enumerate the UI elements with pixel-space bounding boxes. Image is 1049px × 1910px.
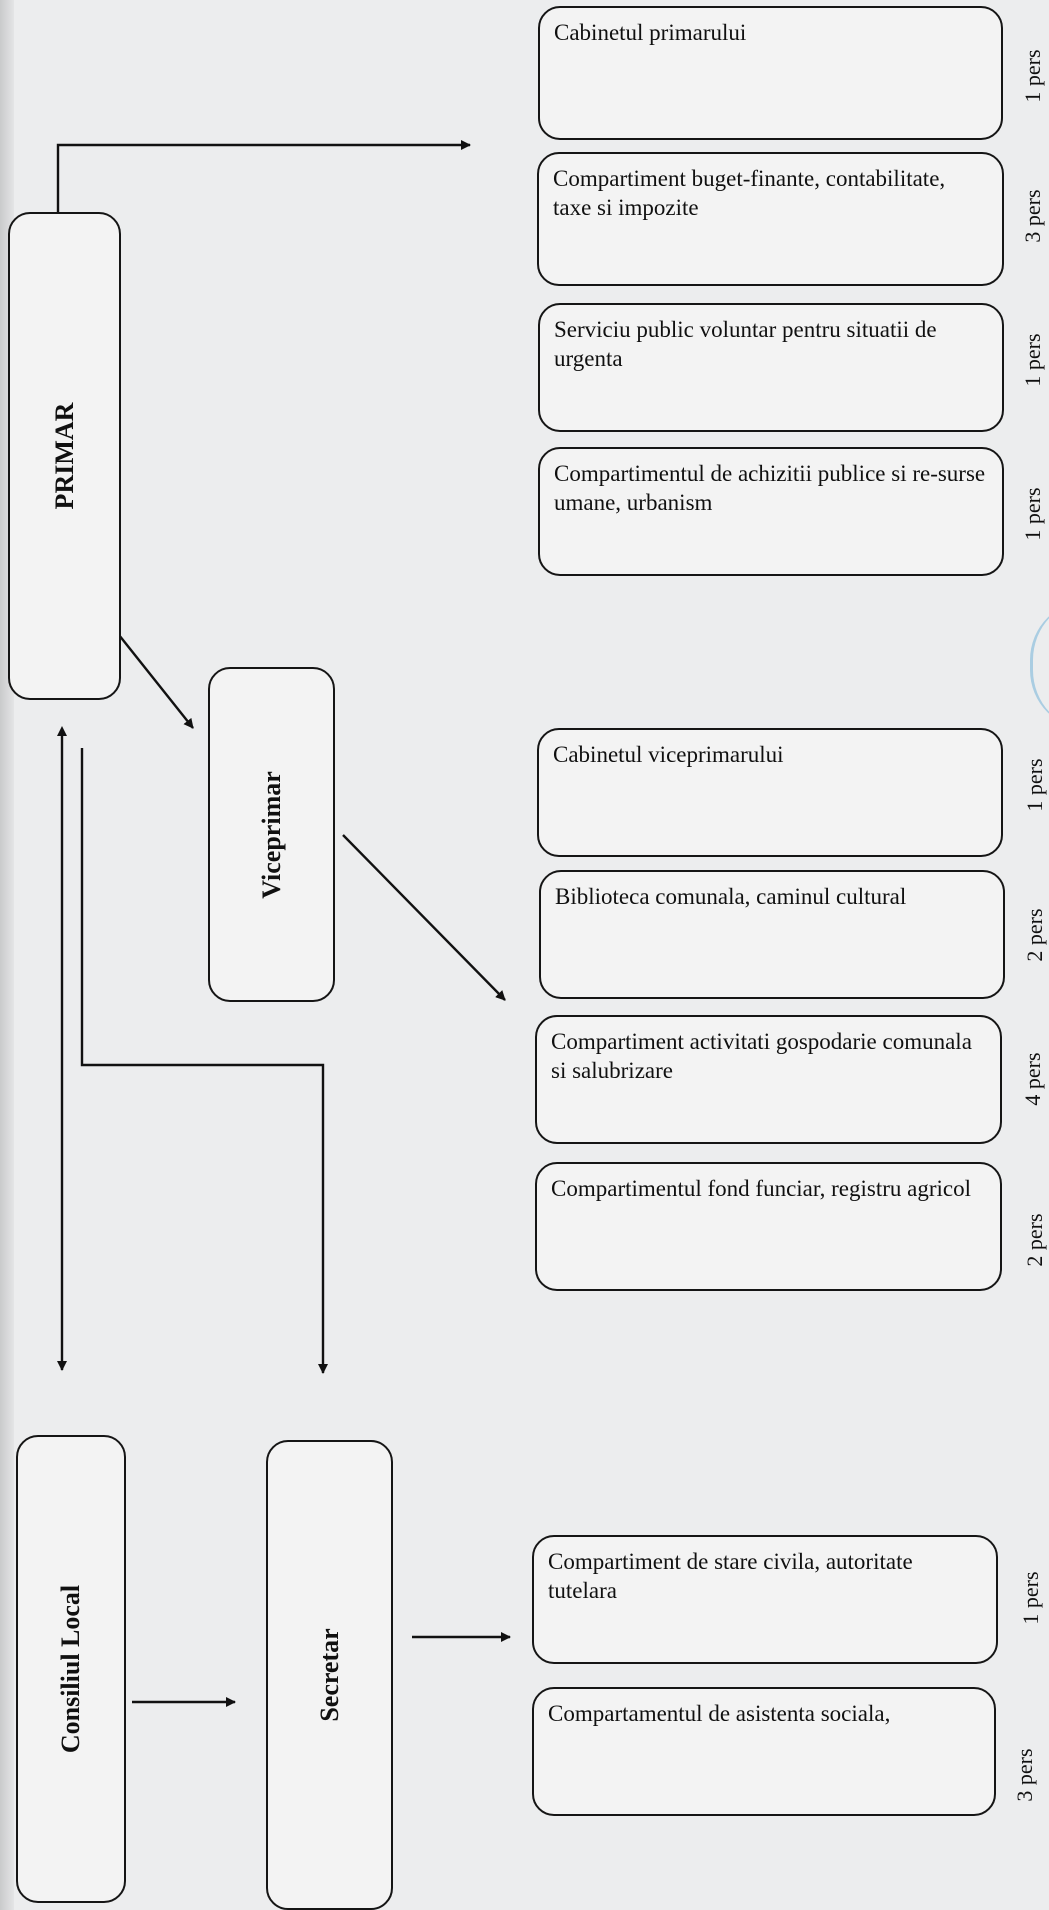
staff-count: 2 pers <box>1022 1213 1047 1267</box>
staff-count: 1 pers <box>1020 49 1045 103</box>
consiliul-local-label: Consiliul Local <box>56 1584 85 1754</box>
dept-asistenta-sociala: Compartamentul de asistenta sociala, <box>532 1687 996 1816</box>
staff-count: 3 pers <box>1012 1748 1037 1802</box>
arrow-primar-viceprimar <box>114 629 194 729</box>
dept-situatii-urgenta: Serviciu public voluntar pentru situatii… <box>538 303 1004 432</box>
primar-box: PRIMAR <box>8 212 121 700</box>
dept-cabinetul-primarului: Cabinetul primarului <box>538 6 1003 140</box>
arrow-primar-departments <box>56 140 471 212</box>
dept-stare-civila: Compartiment de stare civila, autoritate… <box>532 1535 998 1664</box>
staff-count: 2 pers <box>1022 908 1047 962</box>
staff-count: 1 pers <box>1018 1571 1043 1625</box>
dept-achizitii-publice: Compartimentul de achizitii publice si r… <box>538 447 1004 576</box>
dept-biblioteca: Biblioteca comunala, caminul cultural <box>539 870 1005 999</box>
staff-count: 1 pers <box>1020 333 1045 387</box>
arrow-primar-secretar <box>80 748 328 1374</box>
arrow-viceprimar-departments <box>342 834 506 1001</box>
staff-count: 3 pers <box>1020 189 1045 243</box>
dept-fond-funciar: Compartimentul fond funciar, registru ag… <box>535 1162 1002 1291</box>
consiliul-local-box: Consiliul Local <box>16 1435 126 1903</box>
primar-label: PRIMAR <box>49 402 79 510</box>
secretar-label: Secretar <box>314 1628 344 1722</box>
viceprimar-label: Viceprimar <box>256 770 286 899</box>
staff-count: 4 pers <box>1020 1052 1045 1106</box>
dept-gospodarie-comunala: Compartiment activitati gospodarie comun… <box>535 1015 1002 1144</box>
dept-buget-finante: Compartiment buget-finante, contabilitat… <box>537 152 1004 286</box>
secretar-box: Secretar <box>266 1440 393 1910</box>
staff-count: 1 pers <box>1022 758 1047 812</box>
staff-count: 1 pers <box>1020 487 1045 541</box>
viceprimar-box: Viceprimar <box>208 667 335 1002</box>
dept-cabinetul-viceprimarului: Cabinetul viceprimarului <box>537 728 1003 857</box>
stamp-fragment <box>1030 600 1049 730</box>
